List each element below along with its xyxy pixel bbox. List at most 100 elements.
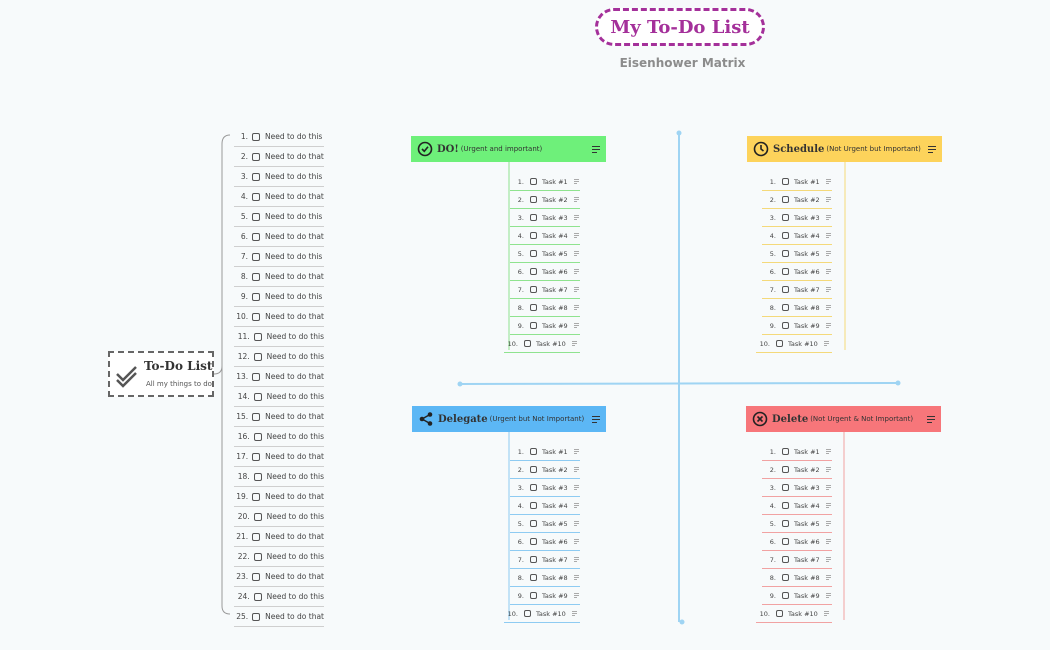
note-icon[interactable] <box>573 557 579 562</box>
task-row[interactable]: 9.Task #9 <box>762 587 832 605</box>
task-row[interactable]: 1.Task #1 <box>762 443 832 461</box>
checkbox[interactable] <box>252 252 260 261</box>
checkbox[interactable] <box>253 432 262 441</box>
checkbox[interactable] <box>530 214 537 221</box>
task-row[interactable]: 3.Task #3 <box>762 209 832 227</box>
checkbox[interactable] <box>530 286 537 293</box>
checkbox[interactable] <box>252 192 260 201</box>
note-icon[interactable] <box>573 179 579 184</box>
list-item[interactable]: 20.Need to do this <box>234 507 324 527</box>
list-item[interactable]: 18.Need to do this <box>234 467 324 487</box>
task-row[interactable]: 5.Task #5 <box>762 245 832 263</box>
task-row[interactable]: 1.Task #1 <box>762 173 832 191</box>
list-item[interactable]: 10.Need to do that <box>234 307 324 327</box>
checkbox[interactable] <box>252 572 261 581</box>
note-icon[interactable] <box>573 503 579 508</box>
note-icon[interactable] <box>825 197 831 202</box>
checkbox[interactable] <box>782 484 789 491</box>
list-item[interactable]: 2.Need to do that <box>234 147 324 167</box>
checkbox[interactable] <box>524 610 531 617</box>
checkbox[interactable] <box>530 484 537 491</box>
list-item[interactable]: 9.Need to do this <box>234 287 324 307</box>
quadrant-delegate-header[interactable]: Delegate (Urgent but Not Important) <box>412 406 606 432</box>
note-icon[interactable] <box>573 305 579 310</box>
list-item[interactable]: 25.Need to do that <box>234 607 324 627</box>
task-row[interactable]: 9.Task #9 <box>510 317 580 335</box>
task-row[interactable]: 8.Task #8 <box>762 569 832 587</box>
checkbox[interactable] <box>252 212 260 221</box>
note-icon[interactable] <box>573 233 579 238</box>
checkbox[interactable] <box>252 152 260 161</box>
list-item[interactable]: 16.Need to do this <box>234 427 324 447</box>
note-icon[interactable] <box>825 323 831 328</box>
checkbox[interactable] <box>782 520 789 527</box>
note-icon[interactable] <box>573 323 579 328</box>
task-row[interactable]: 2.Task #2 <box>510 461 580 479</box>
checkbox[interactable] <box>782 250 789 257</box>
list-item[interactable]: 5.Need to do this <box>234 207 324 227</box>
list-item[interactable]: 8.Need to do that <box>234 267 324 287</box>
task-row[interactable]: 3.Task #3 <box>510 479 580 497</box>
task-row[interactable]: 10.Task #10 <box>504 605 580 623</box>
checkbox[interactable] <box>530 196 537 203</box>
list-item[interactable]: 24.Need to do this <box>234 587 324 607</box>
note-icon[interactable] <box>825 179 831 184</box>
task-row[interactable]: 9.Task #9 <box>762 317 832 335</box>
note-icon[interactable] <box>825 467 831 472</box>
task-row[interactable]: 1.Task #1 <box>510 443 580 461</box>
list-item[interactable]: 23.Need to do that <box>234 567 324 587</box>
checkbox[interactable] <box>530 250 537 257</box>
checkbox[interactable] <box>782 466 789 473</box>
checkbox[interactable] <box>782 574 789 581</box>
note-icon[interactable] <box>825 449 831 454</box>
note-icon[interactable] <box>825 269 831 274</box>
list-item[interactable]: 3.Need to do this <box>234 167 324 187</box>
task-row[interactable]: 2.Task #2 <box>762 191 832 209</box>
checkbox[interactable] <box>782 322 789 329</box>
list-item[interactable]: 7.Need to do this <box>234 247 324 267</box>
note-icon[interactable] <box>825 485 831 490</box>
note-icon[interactable] <box>825 521 831 526</box>
checkbox[interactable] <box>530 232 537 239</box>
task-row[interactable]: 6.Task #6 <box>510 263 580 281</box>
checkbox[interactable] <box>253 472 262 481</box>
checkbox[interactable] <box>530 268 537 275</box>
note-icon[interactable] <box>573 251 579 256</box>
checkbox[interactable] <box>530 466 537 473</box>
checkbox[interactable] <box>253 592 262 601</box>
checkbox[interactable] <box>253 552 262 561</box>
task-row[interactable]: 9.Task #9 <box>510 587 580 605</box>
note-icon[interactable] <box>823 341 829 346</box>
note-icon[interactable] <box>823 611 829 616</box>
task-row[interactable]: 4.Task #4 <box>762 227 832 245</box>
note-icon[interactable] <box>825 503 831 508</box>
checkbox[interactable] <box>253 352 262 361</box>
checkbox[interactable] <box>253 392 262 401</box>
checkbox[interactable] <box>252 492 261 501</box>
task-row[interactable]: 4.Task #4 <box>510 227 580 245</box>
note-icon[interactable] <box>825 539 831 544</box>
checkbox[interactable] <box>530 592 537 599</box>
menu-icon[interactable] <box>592 145 600 153</box>
checkbox[interactable] <box>530 556 537 563</box>
checkbox[interactable] <box>530 574 537 581</box>
checkbox[interactable] <box>530 178 537 185</box>
note-icon[interactable] <box>825 575 831 580</box>
checkbox[interactable] <box>782 592 789 599</box>
checkbox[interactable] <box>530 304 537 311</box>
note-icon[interactable] <box>825 251 831 256</box>
list-item[interactable]: 17.Need to do that <box>234 447 324 467</box>
note-icon[interactable] <box>573 449 579 454</box>
list-item[interactable]: 19.Need to do that <box>234 487 324 507</box>
list-item[interactable]: 21.Need to do that <box>234 527 324 547</box>
list-item[interactable]: 15.Need to do that <box>234 407 324 427</box>
task-row[interactable]: 7.Task #7 <box>510 281 580 299</box>
list-item[interactable]: 13.Need to do that <box>234 367 324 387</box>
quadrant-schedule-header[interactable]: Schedule (Not Urgent but Important) <box>747 136 942 162</box>
task-row[interactable]: 4.Task #4 <box>510 497 580 515</box>
list-item[interactable]: 11.Need to do this <box>234 327 324 347</box>
quadrant-delete-header[interactable]: Delete (Not Urgent & Not Important) <box>746 406 941 432</box>
checkbox[interactable] <box>776 340 783 347</box>
task-row[interactable]: 5.Task #5 <box>762 515 832 533</box>
task-row[interactable]: 8.Task #8 <box>510 299 580 317</box>
